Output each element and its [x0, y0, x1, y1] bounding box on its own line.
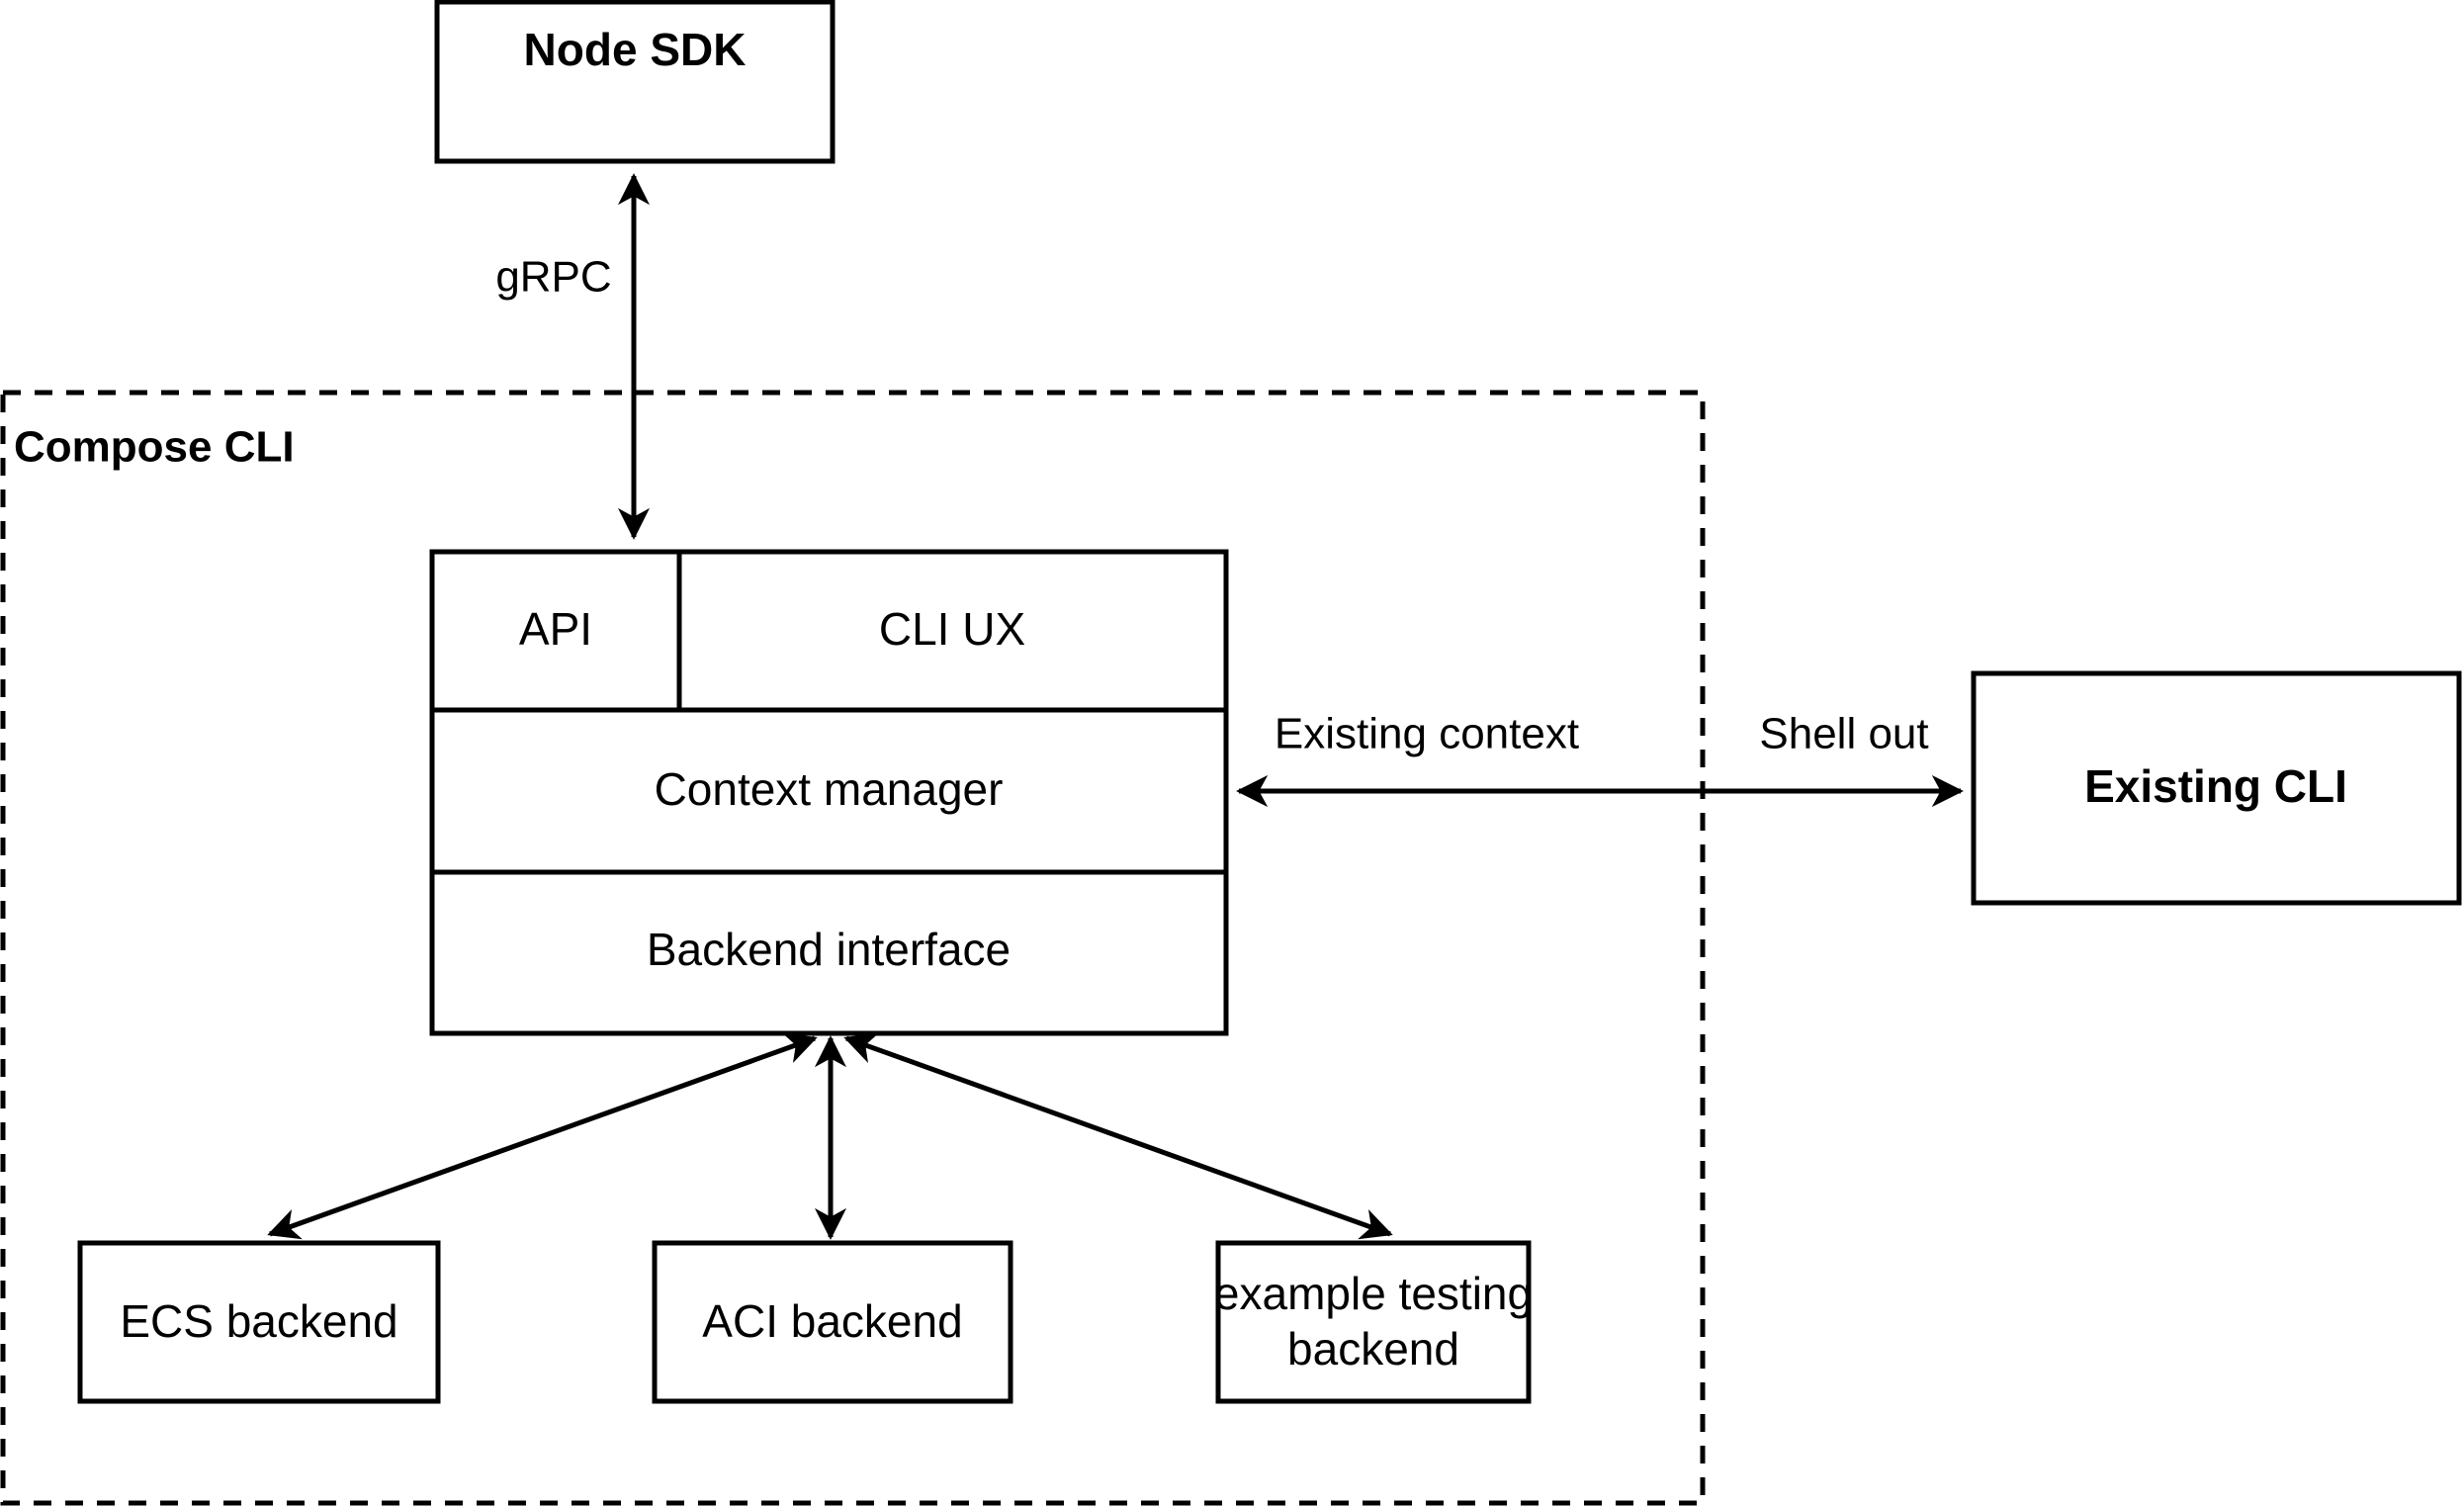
node-sdk-box[interactable]: Node SDK — [434, 0, 836, 164]
existing-cli-edge: Existing context Shell out — [1236, 710, 1964, 808]
api-label: API — [519, 603, 592, 655]
grpc-edge: gRPC — [495, 173, 651, 540]
cli-ux-cell[interactable]: CLI UX — [879, 603, 1025, 655]
compose-cli-stack-rect — [429, 549, 1229, 1036]
existing-cli-box[interactable]: Existing CLI — [1971, 670, 2462, 906]
shell-out-label: Shell out — [1759, 710, 1928, 758]
compose-cli-stack: API CLI UX Context manager Backend inter… — [429, 549, 1229, 1036]
existing-cli-label: Existing CLI — [2084, 760, 2347, 812]
ecs-backend-rect[interactable] — [77, 1240, 441, 1404]
existing-context-label: Existing context — [1275, 710, 1579, 758]
compose-cli-group-border — [0, 390, 1706, 1506]
api-cell[interactable]: API — [519, 603, 592, 655]
context-manager-label: Context manager — [655, 763, 1004, 815]
aci-backend-box[interactable]: ACI backend — [652, 1240, 1013, 1404]
ecs-backend-label: ECS backend — [120, 1295, 397, 1347]
cli-ux-label: CLI UX — [879, 603, 1025, 655]
example-testing-backend-label-line2: backend — [1287, 1323, 1459, 1374]
node-sdk-label: Node SDK — [524, 24, 747, 75]
compose-cli-group: Compose CLI — [0, 390, 1706, 1506]
example-testing-backend-box[interactable]: example testing backend — [1214, 1240, 1533, 1404]
ecs-backend-arrow-line — [267, 1032, 818, 1240]
example-testing-backend-rect[interactable] — [1215, 1240, 1532, 1404]
aci-backend-label: ACI backend — [702, 1295, 962, 1347]
compose-cli-group-label: Compose CLI — [14, 423, 295, 472]
ecs-backend-box[interactable]: ECS backend — [77, 1240, 441, 1404]
node-sdk-rect[interactable] — [434, 0, 836, 164]
aci-backend-rect[interactable] — [652, 1240, 1013, 1404]
existing-cli-rect[interactable] — [1971, 670, 2462, 906]
example-testing-backend-label-line1: example testing — [1214, 1268, 1533, 1319]
example-backend-edge — [843, 1032, 1393, 1240]
ecs-backend-edge — [267, 1032, 818, 1240]
backend-interface-cell[interactable]: Backend interface — [647, 924, 1011, 975]
grpc-edge-label: gRPC — [495, 253, 611, 302]
context-manager-cell[interactable]: Context manager — [655, 763, 1004, 815]
example-backend-arrow-line — [843, 1032, 1393, 1240]
backend-interface-label: Backend interface — [647, 924, 1011, 975]
